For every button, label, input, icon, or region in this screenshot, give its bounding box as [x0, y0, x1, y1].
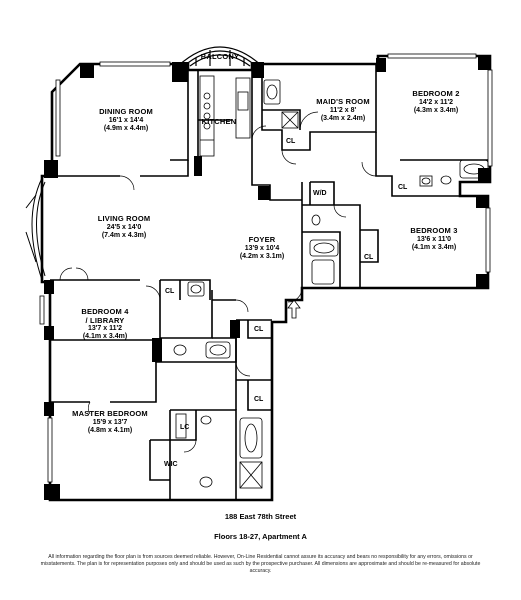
washer-dryer-label: W/D	[313, 190, 327, 197]
closet-label-bedroom-2: CL	[398, 184, 408, 191]
floors-apartment: Floors 18-27, Apartment A	[214, 532, 307, 541]
plan-footer: 188 East 78th Street Floors 18-27, Apart…	[0, 512, 521, 575]
room-name-secondary: / LIBRARY	[85, 315, 125, 325]
balcony-arc	[177, 46, 263, 67]
bathroom-fixtures	[173, 79, 489, 489]
room-dimensions: 24'5 x 14'0	[106, 223, 142, 231]
room-label-maids-room: MAID'S ROOM 11'2 x 8' (3.4m x 2.4m)	[310, 97, 376, 123]
room-name: BEDROOM 2	[412, 89, 460, 98]
room-label-dining-room: DINING ROOM 16'1 x 14'4 (4.9m x 4.4m)	[88, 107, 164, 133]
room-name: MASTER BEDROOM	[72, 409, 148, 418]
linen-closet-label: LC	[180, 424, 190, 431]
room-name: MAID'S ROOM	[316, 97, 370, 106]
room-metric: (7.4m x 4.3m)	[101, 231, 147, 239]
floor-plan	[25, 46, 493, 502]
closet-label-maid: CL	[286, 138, 296, 145]
room-dimensions: 11'2 x 8'	[329, 106, 357, 114]
room-name: BEDROOM 3	[410, 226, 458, 235]
windows	[39, 53, 493, 483]
room-label-bedroom-2: BEDROOM 2 14'2 x 11'2 (4.3m x 3.4m)	[398, 89, 474, 115]
room-name: BALCONY	[200, 52, 240, 61]
room-name: KITCHEN	[201, 117, 237, 126]
room-metric: (4.9m x 4.4m)	[103, 124, 149, 132]
entry-arrow	[287, 299, 301, 319]
room-label-foyer: FOYER 13'9 x 10'4 (4.2m x 3.1m)	[226, 235, 298, 261]
disclaimer-text: All information regarding the floor plan…	[40, 554, 481, 575]
room-label-balcony: BALCONY	[196, 52, 244, 62]
room-metric: (4.8m x 4.1m)	[87, 426, 133, 434]
door-swings	[59, 111, 377, 453]
room-label-living-room: LIVING ROOM 24'5 x 14'0 (7.4m x 4.3m)	[86, 214, 162, 240]
room-metric: (4.1m x 3.4m)	[82, 333, 128, 341]
closet-label-hall-1: CL	[254, 326, 264, 333]
room-dimensions: 13'9 x 10'4	[244, 244, 280, 252]
room-dimensions: 15'9 x 13'7	[92, 418, 128, 426]
living-bay-window	[25, 177, 46, 281]
room-dimensions: 13'7 x 11'2	[87, 325, 123, 333]
room-metric: (3.4m x 2.4m)	[320, 114, 366, 122]
room-label-bedroom-4: BEDROOM 4 / LIBRARY 13'7 x 11'2 (4.1m x …	[68, 307, 142, 341]
closet-label-bedroom-3: CL	[364, 254, 374, 261]
kitchen-fixtures	[199, 75, 251, 157]
closet-label-hall-2: CL	[254, 396, 264, 403]
room-metric: (4.1m x 3.4m)	[411, 243, 457, 251]
room-metric: (4.2m x 3.1m)	[239, 252, 285, 260]
room-label-bedroom-3: BEDROOM 3 13'6 x 11'0 (4.1m x 3.4m)	[396, 226, 472, 252]
room-name: DINING ROOM	[99, 107, 153, 116]
room-name: FOYER	[248, 235, 276, 244]
walk-in-closet-label: WIC	[164, 461, 178, 468]
closet-label-bedroom-4: CL	[165, 288, 175, 295]
interior-walls	[50, 64, 490, 500]
structural-columns	[44, 56, 490, 500]
building-address: 188 East 78th Street	[224, 512, 297, 521]
room-name: LIVING ROOM	[97, 214, 151, 223]
room-metric: (4.3m x 3.4m)	[413, 106, 459, 114]
room-dimensions: 14'2 x 11'2	[418, 98, 454, 106]
room-label-kitchen: KITCHEN	[196, 117, 242, 127]
room-dimensions: 16'1 x 14'4	[108, 116, 144, 124]
room-label-master-bedroom: MASTER BEDROOM 15'9 x 13'7 (4.8m x 4.1m)	[62, 409, 158, 435]
room-name: BEDROOM 4	[81, 307, 129, 316]
room-dimensions: 13'6 x 11'0	[416, 235, 452, 243]
